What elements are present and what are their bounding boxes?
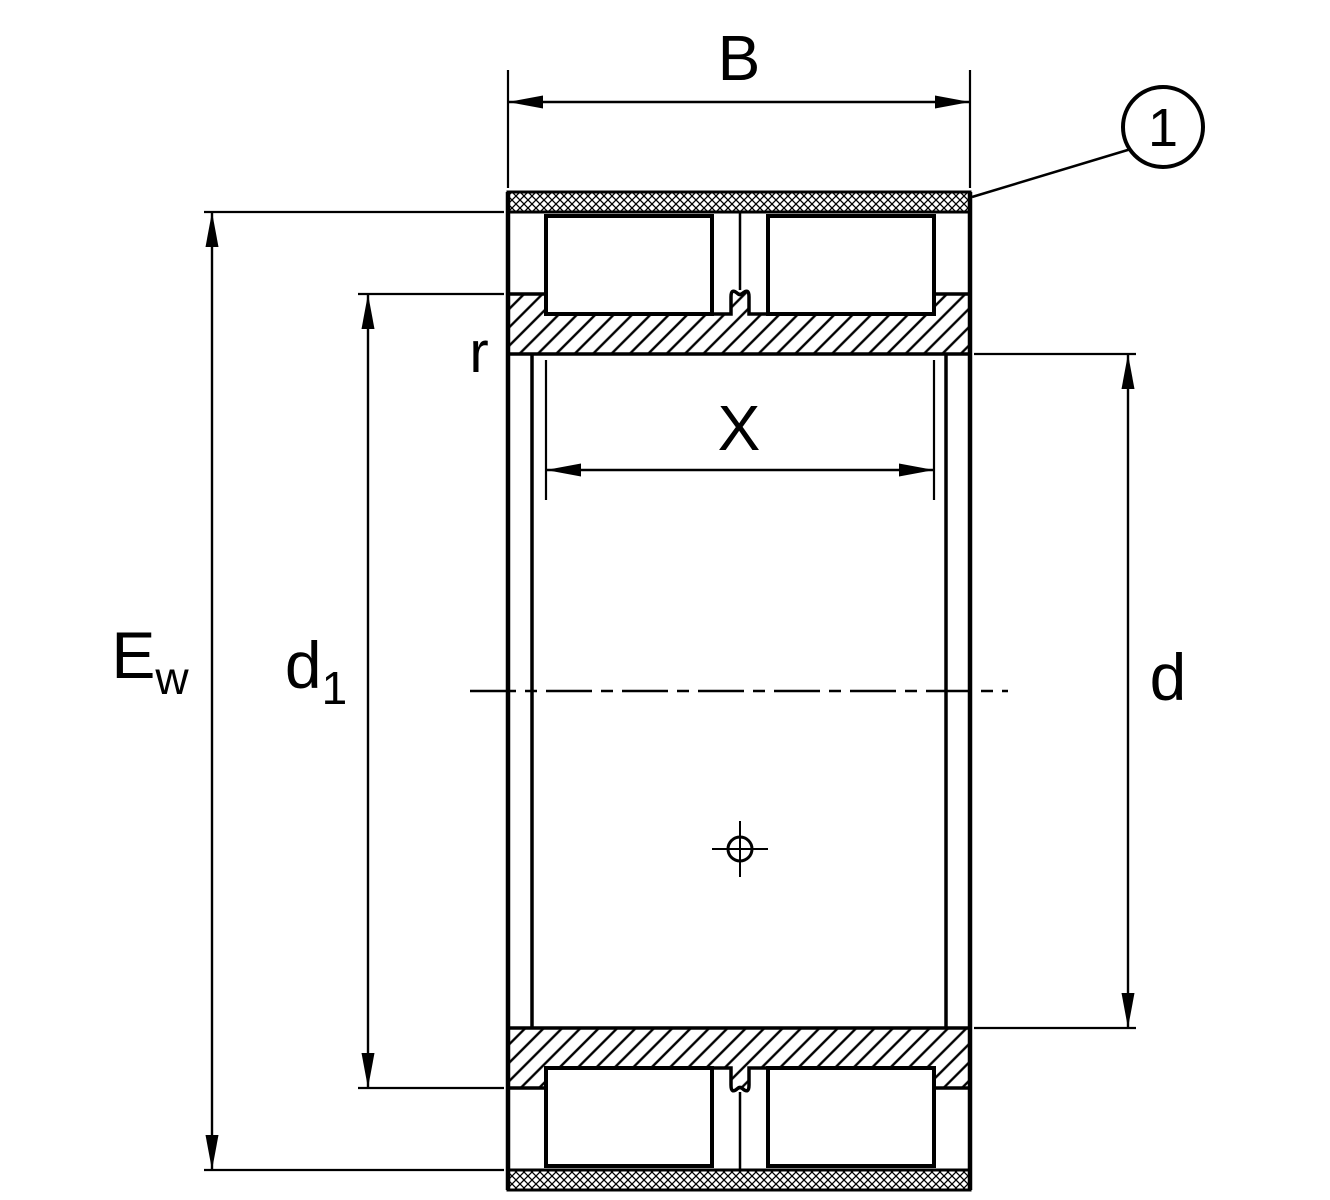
dim-d-arrow-top <box>1121 354 1135 389</box>
dim-B-arrow-right <box>935 95 970 109</box>
dim-Ew-arrow-bottom <box>205 1135 219 1170</box>
dimension-d: d <box>974 352 1187 1030</box>
dim-d-arrow-bottom <box>1121 993 1135 1028</box>
callout-1: 1 <box>971 85 1205 199</box>
dim-X-arrow-left <box>546 463 581 477</box>
dimension-B: B <box>506 22 972 188</box>
callout-1-balloon <box>1121 85 1205 169</box>
dimension-Ew: Ew <box>111 210 504 1172</box>
inner-ring-top-section <box>506 289 972 356</box>
outer-ring-top <box>506 190 972 214</box>
label-Ew: Ew <box>111 618 189 704</box>
label-r: r <box>469 320 488 385</box>
outer-ring-bottom <box>506 1168 972 1192</box>
dim-d1-arrow-top <box>361 294 375 329</box>
dimension-d1: d1 <box>285 292 504 1090</box>
dimension-X: X <box>544 360 936 500</box>
inner-ring-bottom-section <box>506 1026 972 1093</box>
callout-1-leader <box>971 147 1132 199</box>
roller-bottom-left <box>544 1066 714 1168</box>
label-d1: d1 <box>285 628 347 714</box>
roller-bottom-right <box>766 1066 936 1168</box>
label-d: d <box>1150 640 1187 714</box>
roller-top-left <box>544 214 714 316</box>
label-B: B <box>718 22 761 94</box>
roller-top-right <box>766 214 936 316</box>
dim-X-arrow-right <box>899 463 934 477</box>
callout-1-number: 1 <box>1148 98 1178 158</box>
dim-B-arrow-left <box>508 95 543 109</box>
lubrication-hole-icon <box>712 821 768 877</box>
dim-Ew-arrow-top <box>205 212 219 247</box>
label-X: X <box>718 392 761 464</box>
dim-d1-arrow-bottom <box>361 1053 375 1088</box>
